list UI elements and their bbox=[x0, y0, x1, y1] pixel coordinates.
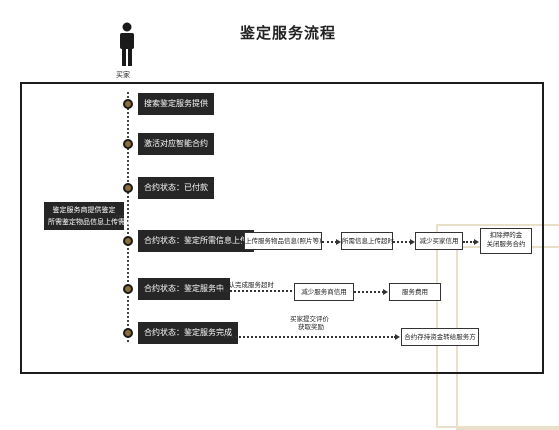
stage-step: 搜索鉴定服务提供 bbox=[138, 93, 214, 115]
stage-step: 合约状态：鉴定所需信息上传 bbox=[138, 230, 254, 252]
edge-label: 确认完成服务超时 bbox=[222, 281, 274, 289]
flow-box-line: 扣除押的金 bbox=[489, 231, 523, 239]
side-connector bbox=[116, 215, 124, 217]
timeline-node bbox=[123, 328, 133, 338]
page-title: 鉴定服务流程 bbox=[240, 24, 337, 42]
edge-label: 买家提交评价 bbox=[290, 315, 329, 323]
person-icon bbox=[120, 22, 134, 66]
stage-step: 合约状态：鉴定服务中 bbox=[138, 278, 230, 300]
timeline-node bbox=[123, 183, 133, 193]
connector-line bbox=[322, 241, 337, 243]
flow-box: 合约存持资金转给服务方 bbox=[401, 328, 479, 346]
arrow-right-icon bbox=[383, 289, 388, 295]
timeline-line bbox=[127, 92, 129, 342]
stage-step: 激活对应智能合约 bbox=[138, 133, 214, 155]
flow-box: 所需信息上传超时 bbox=[341, 232, 394, 250]
arrow-right-icon bbox=[410, 239, 415, 245]
connector-line bbox=[354, 291, 384, 293]
side-note-box: 鉴定服务商提供鉴定 所需鉴定物品信息上传需求 bbox=[44, 202, 132, 230]
connector-line bbox=[232, 241, 242, 243]
arrow-right-icon bbox=[336, 239, 341, 245]
stage-step: 合约状态：已付款 bbox=[138, 177, 214, 199]
connector-line bbox=[463, 241, 475, 243]
timeline-node bbox=[123, 139, 133, 149]
flow-frame bbox=[20, 82, 544, 374]
flow-box: 减少服务商信用 bbox=[294, 283, 354, 301]
connector-line bbox=[393, 241, 411, 243]
actor-label: 买家 bbox=[116, 71, 130, 79]
flow-box: 服务费用 bbox=[389, 283, 441, 301]
timeline-node bbox=[123, 284, 133, 294]
connector-line bbox=[224, 336, 396, 338]
side-note-line: 鉴定服务商提供鉴定 bbox=[52, 206, 116, 214]
flow-box-line: 关闭服务合约 bbox=[486, 240, 526, 248]
timeline-node bbox=[123, 236, 133, 246]
flow-box: 减少买家信用 bbox=[415, 232, 463, 250]
flow-box: 上传服务物品信息(照片等) bbox=[244, 232, 322, 250]
arrow-right-icon bbox=[474, 239, 479, 245]
timeline-node bbox=[123, 99, 133, 109]
connector-line bbox=[218, 290, 292, 292]
side-note-line: 所需鉴定物品信息上传需求 bbox=[48, 218, 132, 226]
flow-box: 扣除押的金 关闭服务合约 bbox=[480, 228, 532, 254]
arrow-right-icon bbox=[395, 334, 400, 340]
edge-label: 获取奖励 bbox=[298, 323, 324, 331]
stage-step: 合约状态：鉴定服务完成 bbox=[138, 322, 238, 344]
